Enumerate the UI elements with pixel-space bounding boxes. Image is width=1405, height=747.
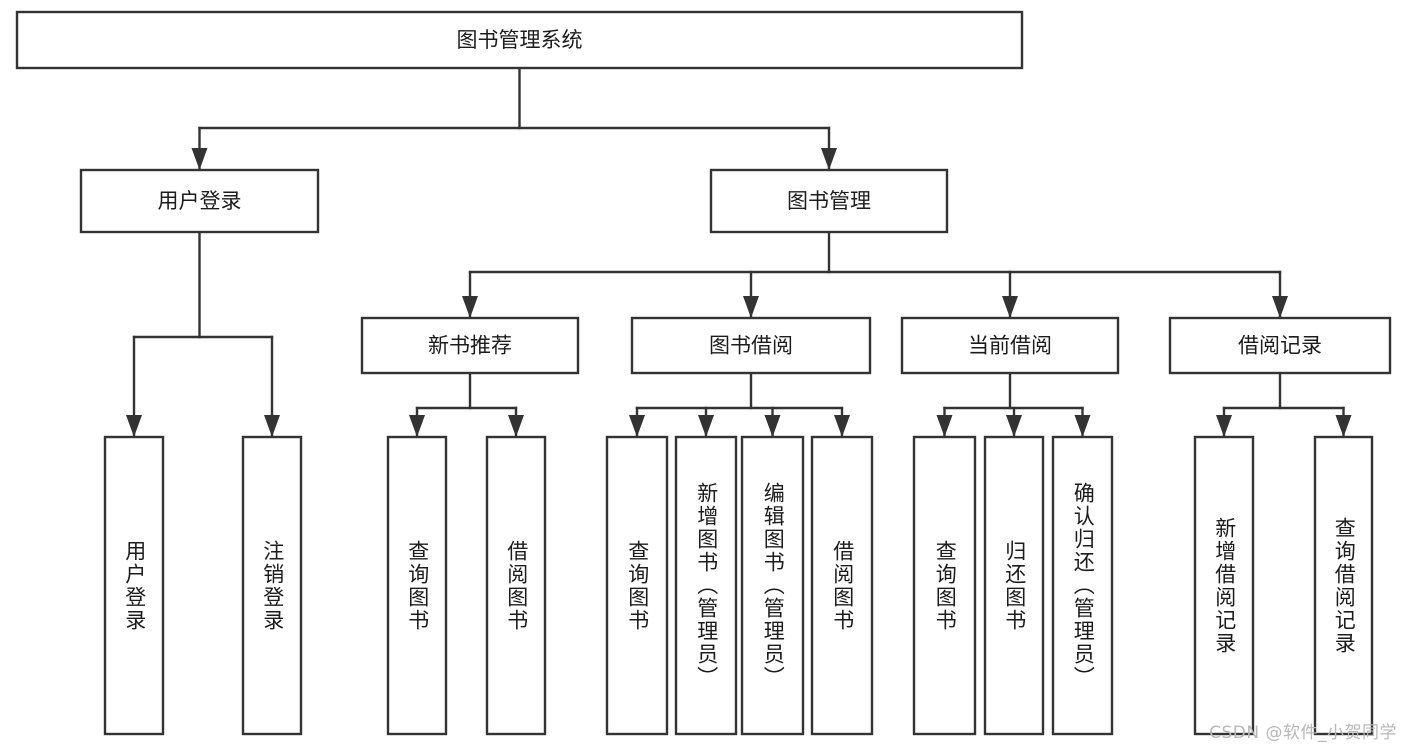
arrow-head-icon: [126, 415, 142, 437]
arrow-head-icon: [1216, 415, 1232, 437]
arrow-head-icon: [1002, 296, 1018, 318]
arrow-head-icon: [462, 296, 478, 318]
arrow-head-icon: [508, 415, 524, 437]
node-box-l3-new-book[interactable]: [360, 316, 580, 375]
arrow-head-icon: [264, 415, 280, 437]
node-box-leaf-borrow-book-a[interactable]: [485, 435, 547, 736]
arrow-head-icon: [936, 415, 953, 437]
node-box-leaf-borrow-book-b[interactable]: [810, 435, 874, 736]
arrow-head-icon: [629, 415, 645, 437]
node-box-leaf-edit-book[interactable]: [740, 435, 805, 736]
arrow-head-icon: [1074, 415, 1091, 437]
node-label-l2-book-manage: 图书管理: [787, 189, 871, 213]
arrow-head-icon: [821, 148, 837, 170]
node-box-leaf-user-login[interactable]: [103, 435, 165, 736]
node-box-leaf-return-book[interactable]: [983, 435, 1045, 736]
node-label-root: 图书管理系统: [457, 28, 583, 52]
arrow-head-icon: [191, 148, 208, 170]
node-label-l3-records: 借阅记录: [1238, 334, 1322, 358]
node-box-leaf-query-book-a[interactable]: [386, 435, 448, 736]
node-box-leaf-add-record[interactable]: [1193, 435, 1255, 736]
arrow-head-icon: [1006, 415, 1022, 437]
arrow-head-icon: [743, 296, 759, 318]
node-box-leaf-logout[interactable]: [241, 435, 303, 736]
node-box-l2-book-manage[interactable]: [709, 168, 949, 234]
node-box-l3-borrow[interactable]: [630, 316, 872, 375]
arrow-head-icon: [409, 415, 425, 437]
node-box-leaf-query-record[interactable]: [1313, 435, 1374, 736]
node-box-l3-records[interactable]: [1168, 316, 1392, 375]
node-box-leaf-query-book-c[interactable]: [912, 435, 977, 736]
node-box-layer: [15, 10, 1392, 736]
node-box-leaf-confirm-return[interactable]: [1051, 435, 1114, 736]
node-label-l3-new-book: 新书推荐: [428, 334, 512, 358]
node-box-l2-user-login[interactable]: [79, 168, 320, 234]
node-label-l3-borrow: 图书借阅: [709, 334, 793, 358]
arrow-head-icon: [834, 415, 850, 437]
node-box-root[interactable]: [15, 10, 1024, 70]
node-box-l3-current[interactable]: [900, 316, 1120, 375]
node-label-l3-current: 当前借阅: [968, 334, 1052, 358]
node-box-leaf-add-book[interactable]: [674, 435, 738, 736]
connector-layer: [126, 66, 1352, 438]
arrow-head-icon: [1335, 415, 1352, 437]
arrow-head-icon: [698, 415, 714, 437]
node-label-l2-user-login: 用户登录: [158, 189, 242, 213]
arrow-head-icon: [1272, 296, 1288, 318]
arrow-head-icon: [764, 415, 781, 437]
watermark: CSDN @软件_小贺同学: [1209, 723, 1397, 743]
node-box-leaf-query-book-b[interactable]: [605, 435, 669, 736]
